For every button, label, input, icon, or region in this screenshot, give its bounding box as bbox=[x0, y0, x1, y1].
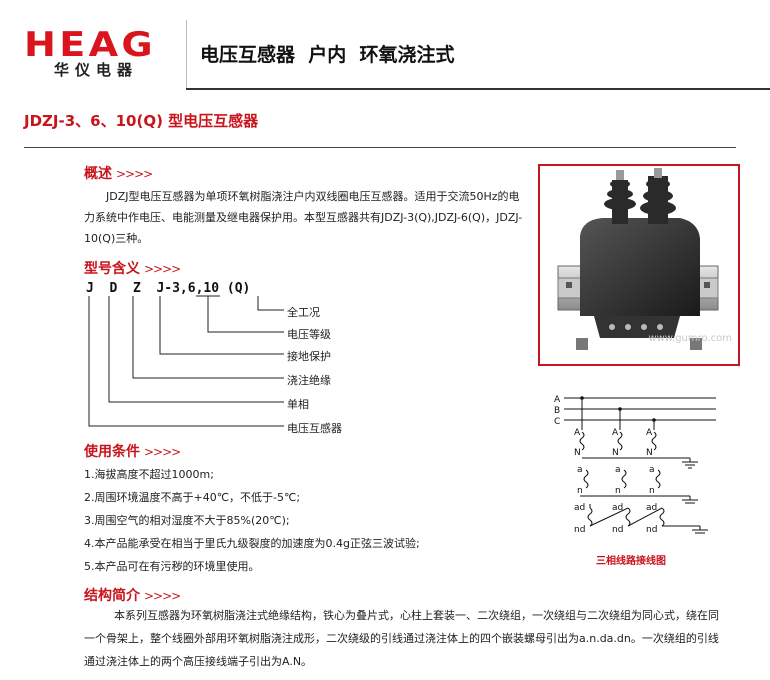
terminal-a-label: A bbox=[612, 428, 619, 438]
terminal-a2-label: a bbox=[615, 465, 621, 475]
logo-wordmark: HEAG bbox=[24, 25, 157, 65]
terminal-n-label: N bbox=[646, 448, 653, 458]
overview-heading-text: 概述 bbox=[84, 166, 112, 182]
header-rule bbox=[186, 88, 770, 90]
logo-subtitle: 华仪电器 bbox=[54, 61, 139, 79]
structure-heading: 结构简介 >>>> bbox=[84, 585, 181, 605]
overview-heading: 概述 >>>> bbox=[84, 163, 153, 183]
terminal-a-label: A bbox=[574, 428, 581, 438]
terminal-a-label: A bbox=[646, 428, 653, 438]
terminal-n-label: N bbox=[612, 448, 619, 458]
terminal-n2-label: n bbox=[649, 486, 655, 496]
phase-b-label: B bbox=[554, 406, 560, 416]
code-label-voltage-transformer: 电压互感器 bbox=[287, 422, 342, 435]
overview-text: JDZJ型电压互感器为单项环氧树脂浇注户内双线圈电压互感器。适用于交流50Hz的… bbox=[84, 190, 523, 245]
conditions-heading: 使用条件 >>>> bbox=[84, 441, 181, 461]
structure-heading-text: 结构简介 bbox=[84, 588, 140, 604]
chevrons-icon: >>>> bbox=[144, 445, 181, 459]
chevrons-icon: >>>> bbox=[144, 262, 181, 276]
conditions-heading-text: 使用条件 bbox=[84, 444, 140, 460]
phase-a-label: A bbox=[554, 395, 561, 405]
chevrons-icon: >>>> bbox=[144, 589, 181, 603]
wiring-caption: 三相线路接线图 bbox=[596, 556, 666, 567]
code-label-cast-insulation: 浇注绝缘 bbox=[287, 374, 331, 387]
model-meaning-heading-text: 型号含义 bbox=[84, 261, 140, 277]
company-logo: HEAG 华仪电器 bbox=[24, 28, 166, 80]
product-model-title: JDZJ-3、6、10(Q) 型电压互感器 bbox=[24, 112, 259, 130]
terminal-ad-label: ad bbox=[612, 503, 623, 513]
structure-text: 本系列互感器为环氧树脂浇注式绝缘结构，铁心为叠片式，心柱上套装一、二次绕组，一次… bbox=[84, 609, 719, 668]
product-photo: www.gumro.com bbox=[538, 164, 740, 366]
terminal-nd-label: nd bbox=[646, 525, 657, 535]
code-label-single-phase: 单相 bbox=[287, 398, 309, 411]
terminal-a2-label: a bbox=[577, 465, 583, 475]
condition-item: 4.本产品能承受在相当于里氏九级裂度的加速度为0.4g正弦三波试验; bbox=[84, 537, 420, 550]
code-label-full-condition: 全工况 bbox=[287, 306, 320, 319]
model-code-diagram bbox=[88, 295, 284, 427]
model-meaning-heading: 型号含义 >>>> bbox=[84, 258, 181, 278]
condition-item: 2.周围环境温度不高于+40℃，不低于-5℃; bbox=[84, 491, 301, 504]
condition-item: 3.周围空气的相对湿度不大于85%(20℃); bbox=[84, 514, 290, 527]
chevrons-icon: >>>> bbox=[116, 167, 153, 181]
terminal-ad-label: ad bbox=[646, 503, 657, 513]
photo-watermark: www.gumro.com bbox=[648, 333, 732, 344]
condition-item: 1.海拔高度不超过1000m; bbox=[84, 468, 214, 481]
terminal-nd-label: nd bbox=[574, 525, 585, 535]
phase-c-label: C bbox=[554, 417, 560, 427]
header-divider bbox=[186, 20, 187, 88]
condition-item: 5.本产品可在有污秽的环境里使用。 bbox=[84, 560, 260, 573]
terminal-ad-label: ad bbox=[574, 503, 585, 513]
code-label-voltage-level: 电压等级 bbox=[287, 328, 331, 341]
model-code: J D Z J-3,6,10 (Q) bbox=[86, 281, 251, 296]
terminal-nd-label: nd bbox=[612, 525, 623, 535]
terminal-n2-label: n bbox=[615, 486, 621, 496]
three-phase-wiring-diagram: A B C bbox=[554, 395, 716, 535]
code-label-ground-protection: 接地保护 bbox=[287, 350, 331, 363]
page-title: 电压互感器 户内 环氧浇注式 bbox=[200, 44, 455, 66]
terminal-n2-label: n bbox=[577, 486, 583, 496]
transformer-illustration bbox=[557, 168, 719, 350]
terminal-n-label: N bbox=[574, 448, 581, 458]
title-rule bbox=[24, 147, 736, 148]
terminal-a2-label: a bbox=[649, 465, 655, 475]
